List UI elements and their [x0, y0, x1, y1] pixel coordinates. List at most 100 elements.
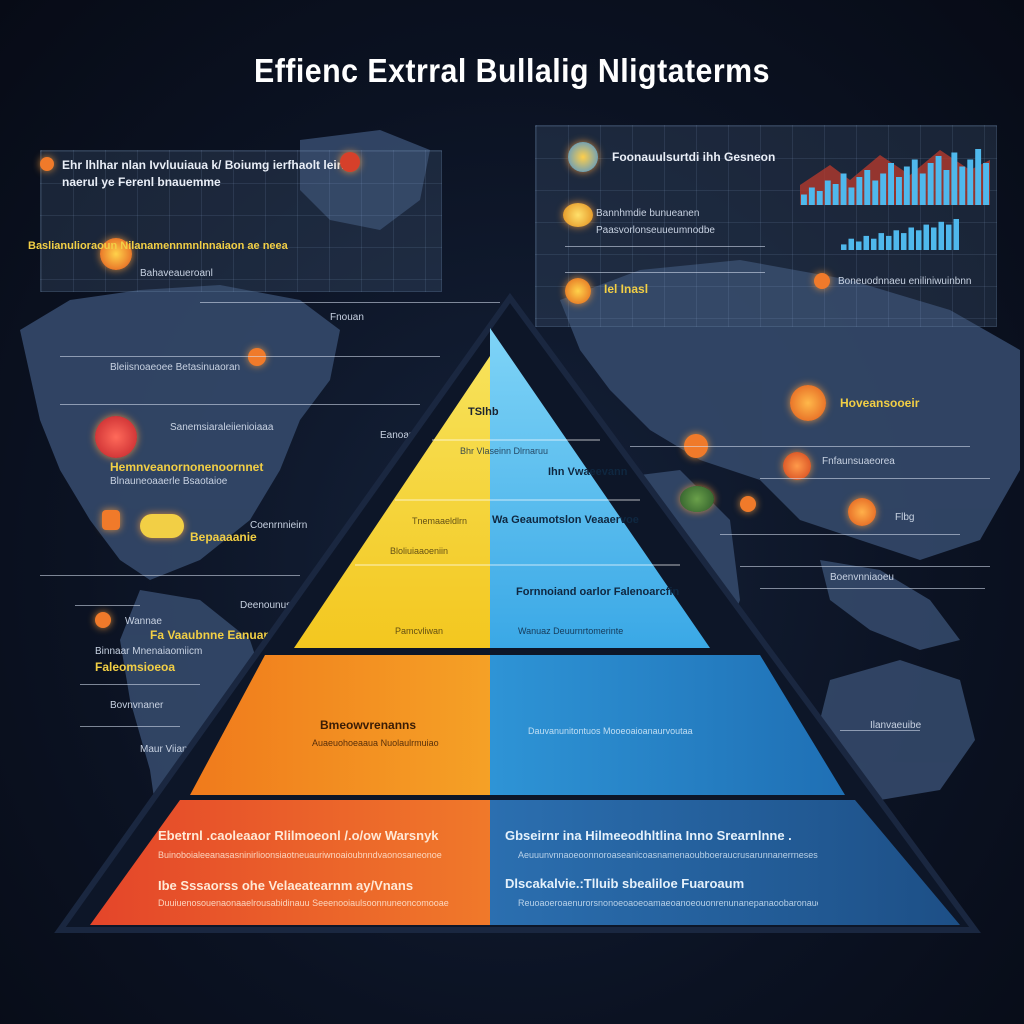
divider-line — [565, 246, 765, 247]
chart-bar — [848, 238, 854, 250]
divider-line — [80, 726, 180, 727]
tier-label-bottom-3: Gbseirnr ina Hilmeeodhltlina Inno Srearn… — [505, 828, 792, 843]
side-label-left-13: Eanoanaa — [380, 430, 426, 441]
side-label-left-15: Deenounusns — [240, 600, 302, 611]
top-right-info-panel — [535, 125, 997, 327]
chart-bar — [856, 177, 863, 205]
panel-line-2: Bannhmdie bunueanen — [596, 208, 700, 219]
chart-bar — [903, 166, 910, 205]
coin-icon — [563, 203, 593, 227]
tier-sublabel: Reuoaoeroaenurorsnonoeoaoeoamaeoanoeouon… — [518, 898, 818, 908]
panel-line-4: Bahaveaueroanl — [140, 268, 213, 279]
chart-bar — [908, 227, 914, 250]
side-label-left-10: Bovnvnaner — [110, 700, 164, 711]
chart-bar — [901, 233, 907, 250]
tier-sublabel: Bloliuiaaoeniin — [390, 546, 449, 556]
panel-line-3: Baslianulioraoun Nilanamennmnlnnaiaon ae… — [28, 240, 288, 252]
panel-line-1: Foonauulsurtdi ihh Gesneon — [612, 150, 776, 164]
side-label-left-7: Fa Vaaubnne Eanuanaam — [150, 628, 295, 642]
divider-line — [760, 478, 990, 479]
eurasia-land — [560, 260, 1020, 560]
map-marker-icon — [740, 496, 756, 512]
side-label-left-5: Bepaaaanie — [190, 530, 257, 544]
globe-icon — [790, 385, 826, 421]
divider-line — [60, 404, 420, 405]
chart-bar — [946, 224, 952, 250]
side-label-left-14: Coenrnnieirn — [250, 520, 308, 531]
chart-bar — [801, 194, 807, 205]
side-label-right-5: Boenvnniaoeu — [830, 572, 894, 583]
tier-label: Fornnoiand oarlor Falenoarcfin — [516, 586, 680, 598]
divider-line — [60, 356, 440, 357]
chart-bar — [840, 173, 847, 205]
tier-sublabel: Duuiuenosouenaonaaelrousabidinauu Seeeno… — [158, 898, 449, 908]
pyramid-top-right — [490, 328, 710, 648]
pyramid-bottom-right — [490, 800, 960, 925]
chart-bar — [864, 170, 871, 205]
divider-line — [840, 730, 920, 731]
side-label-left-4: Blnauneoaaerle Bsaotaioe — [110, 476, 228, 487]
divider-line — [200, 302, 500, 303]
leaf-icon — [680, 486, 714, 512]
chart-bar — [935, 156, 942, 205]
area-shape — [800, 150, 990, 205]
tier-sublabel: Pamcvliwan — [395, 626, 444, 636]
map-marker-icon — [783, 452, 811, 480]
panel-line-2: naerul ye Ferenl bnauemme — [62, 175, 221, 189]
chart-bar — [808, 187, 815, 205]
chart-bar — [951, 152, 958, 205]
chart-bar — [975, 149, 982, 205]
marker-icon — [814, 273, 830, 289]
chart-bar — [888, 163, 894, 205]
marker-icon — [95, 612, 111, 628]
map-marker-icon — [848, 498, 876, 526]
chart-bar — [896, 177, 902, 205]
side-label-left-3: Hemnveanornonenoornnet — [110, 460, 264, 474]
chart-bar — [927, 163, 934, 205]
side-label-left-6: Wannae — [125, 616, 162, 627]
tier-sublabel: Dauvanunitontuos Mooeoaioanaurvoutaa — [528, 726, 693, 736]
divider-line — [630, 446, 970, 447]
panel-line-1: Ehr lhlhar nlan Ivvluuiaua k/ Boiumg ier… — [62, 158, 345, 172]
tier-sublabel: Aeuuunvnnaoeoonnoroaseanicoasnamenaoubbo… — [518, 850, 818, 860]
side-label-right-1: Boneuodnnaeu eniliniwuinbnn — [838, 276, 972, 287]
side-label-left-2: Sanemsiaraleiienioiaaa — [170, 422, 274, 433]
divider-line — [760, 588, 985, 589]
chart-bar — [919, 173, 926, 205]
pill-icon — [140, 514, 184, 538]
tier-label-top: TSlhb — [468, 406, 499, 418]
chart-bar — [832, 184, 839, 205]
chart-bar — [916, 230, 922, 250]
mini-bar-chart-2 — [841, 219, 959, 250]
tier-sublabel: Bhr Vlaseinn Dlrnaruu — [460, 446, 549, 456]
divider-line — [80, 684, 200, 685]
globe-icon — [100, 238, 132, 270]
tier-sublabel: Buinoboialeeanasasninirlioonsiaotneuauri… — [158, 850, 442, 860]
pyramid-middle-right — [490, 655, 845, 795]
pyramid-middle-left — [190, 655, 490, 795]
side-label-right-4: Flbg — [895, 512, 915, 523]
panel-line-4: Iel Inasl — [604, 282, 649, 296]
flag-icon — [102, 510, 120, 530]
divider-line — [75, 605, 140, 606]
side-label-left-8: Binnaar Mnenaiaomiicm — [95, 646, 203, 657]
pyramid-top-left — [294, 356, 490, 648]
gauge-icon — [568, 142, 598, 172]
chart-bar — [931, 227, 937, 250]
divider-line — [565, 272, 765, 273]
pyramid-bottom-left — [90, 800, 490, 925]
chart-bar — [841, 244, 847, 250]
chart-bar — [959, 166, 966, 205]
tier-label-bottom-2: Ibe Sssaorss ohe Velaeatearnm ay/Vnans — [158, 878, 414, 893]
chart-bar — [856, 241, 862, 250]
chart-bar — [878, 233, 884, 250]
side-label-left-1: Bleiisnoaeoee Betasinuaoran — [110, 362, 241, 373]
tier-label: Wa Geaumotslon Veaaervoe — [492, 514, 639, 526]
mini-bar-chart — [800, 149, 990, 205]
chart-bar — [953, 219, 959, 250]
tier-label: Ihn Vwaeevann — [548, 466, 628, 478]
greenland-land — [300, 130, 430, 230]
tier-sublabel: Wanuaz Deuurnrtomerinte — [518, 626, 624, 636]
tier-sublabel: Auaeuohoeaaua Nuolaulrmuiao — [312, 738, 439, 748]
